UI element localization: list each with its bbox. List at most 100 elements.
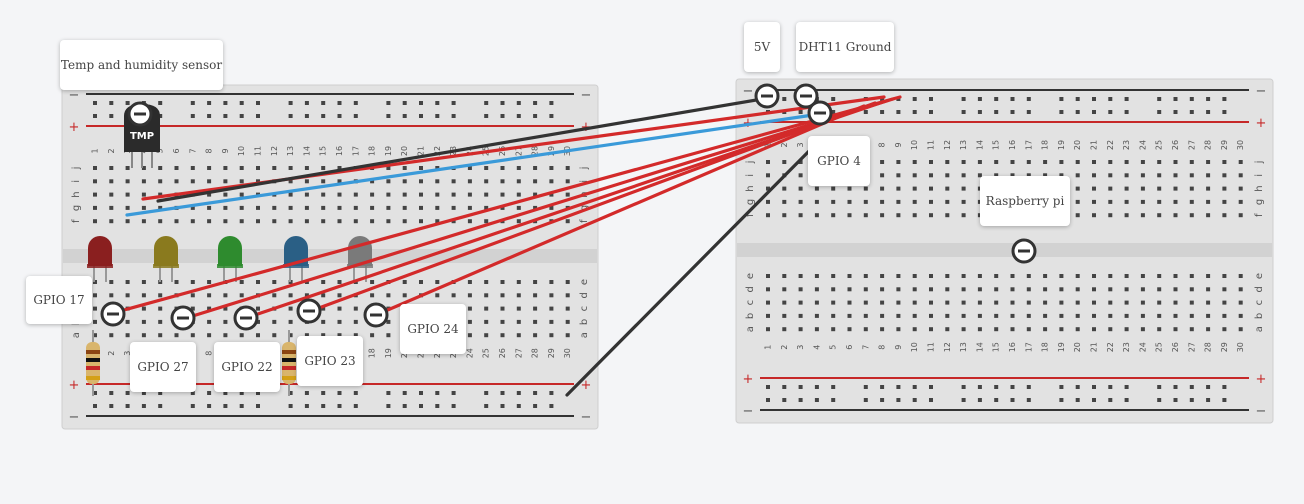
note-gpio17[interactable]: GPIO 17	[26, 276, 92, 324]
note-dht11-ground[interactable]: DHT11 Ground	[796, 22, 894, 72]
breadboard-left-hole	[467, 280, 472, 284]
breadboard-right-hole	[863, 274, 868, 278]
breadboard-right-hole	[831, 313, 836, 318]
breadboard-left-hole	[256, 219, 260, 224]
breadboard-left-hole	[239, 333, 244, 338]
note-gpio24[interactable]: GPIO 24	[400, 304, 466, 354]
breadboard-right-hole	[1206, 274, 1211, 278]
breadboard-right-rail-hole	[1124, 97, 1129, 101]
resistor-band	[86, 366, 100, 370]
note-gpio4[interactable]: GPIO 4	[808, 136, 870, 186]
breadboard-right-hole	[863, 327, 868, 332]
breadboard-right-col-label-bottom: 11	[927, 342, 936, 352]
breadboard-right-hole	[814, 287, 819, 292]
breadboard-right-rail-hole	[1026, 398, 1031, 402]
breadboard-left-row-letter-bottom: a	[579, 332, 590, 338]
breadboard-right-hole	[1043, 327, 1048, 332]
breadboard-left-hole	[190, 205, 195, 210]
breadboard-left-hole	[207, 333, 212, 338]
breadboard-left-hole	[402, 166, 407, 170]
breadboard-right-hole	[766, 213, 770, 218]
breadboard-left-rail-hole	[321, 114, 326, 118]
breadboard-left-rail-hole	[288, 114, 293, 118]
note-gpio27[interactable]: GPIO 27	[130, 342, 196, 392]
breadboard-right-col-label-bottom: 16	[1008, 342, 1017, 352]
resistor-band	[282, 350, 296, 354]
breadboard-right-rail-hole	[1075, 398, 1080, 402]
breadboard-right-rail-hole	[1092, 97, 1096, 101]
breadboard-right-hole	[929, 287, 933, 292]
breadboard-left-rail-hole	[256, 114, 260, 118]
breadboard-left-rail-symbol-minus: −	[581, 410, 592, 425]
breadboard-right-hole	[847, 274, 852, 278]
breadboard-right-hole	[1238, 199, 1243, 204]
note-marker-bar	[1018, 249, 1030, 253]
note-temp-sensor[interactable]: Temp and humidity sensor	[60, 40, 223, 90]
breadboard-left-rail-hole	[304, 391, 309, 395]
note-5v[interactable]: 5V	[744, 22, 780, 72]
breadboard-left-hole	[321, 280, 326, 284]
breadboard-left-hole	[207, 280, 212, 284]
breadboard-left-hole	[321, 333, 326, 338]
wire-gpio24	[374, 104, 866, 317]
breadboard-right-hole	[1059, 287, 1064, 292]
breadboard-left-rail-hole	[451, 114, 456, 118]
breadboard-right-hole	[1189, 213, 1194, 218]
breadboard-right: −−++−−++11223344556677889910101111121213…	[735, 78, 1274, 424]
breadboard-right-rail-hole	[1189, 398, 1194, 402]
breadboard-right-col-label-top: 13	[959, 140, 968, 150]
breadboard-left-hole	[207, 319, 212, 324]
breadboard-left-rail-hole	[223, 114, 228, 118]
breadboard-left-rail-hole	[288, 101, 293, 105]
breadboard-right-rail-symbol-minus: −	[743, 84, 754, 99]
breadboard-right-col-label-bottom: 17	[1024, 342, 1033, 352]
breadboard-right-col-label-top: 17	[1024, 140, 1033, 150]
breadboard-left-hole	[484, 192, 489, 197]
breadboard-left-hole	[549, 319, 554, 324]
breadboard-left-hole	[125, 280, 130, 284]
breadboard-left-hole	[467, 319, 472, 324]
breadboard-right-hole	[1075, 300, 1080, 305]
breadboard-left-hole	[239, 205, 244, 210]
breadboard-right-hole	[1059, 160, 1064, 164]
breadboard-left-hole	[304, 179, 309, 184]
breadboard-right-hole	[896, 300, 901, 305]
note-gpio22[interactable]: GPIO 22	[214, 342, 280, 392]
breadboard-left-hole	[304, 205, 309, 210]
breadboard-left-hole	[190, 333, 195, 338]
breadboard-right-hole	[896, 186, 901, 191]
breadboard-left-hole	[533, 280, 538, 284]
breadboard-right-hole	[1124, 186, 1129, 191]
breadboard-left-rail-hole	[516, 404, 521, 408]
breadboard-left-hole	[288, 192, 293, 197]
wire-gpio4-data	[125, 112, 822, 217]
breadboard-right-hole	[782, 213, 787, 218]
breadboard-right-hole	[798, 199, 803, 204]
note-raspberry-pi[interactable]: Raspberry pi	[980, 176, 1070, 226]
breadboard-left-col-label-top: 18	[368, 146, 377, 156]
breadboard-right-hole	[1173, 173, 1178, 178]
breadboard-right-col-label-top: 30	[1236, 140, 1245, 150]
breadboard-right-hole	[1092, 160, 1096, 164]
breadboard-right-rail-hole	[1222, 385, 1227, 389]
breadboard-left-rail-hole	[435, 404, 440, 408]
breadboard-right-hole	[912, 300, 917, 305]
breadboard-left-hole	[549, 293, 554, 298]
breadboard-left-hole	[467, 192, 472, 197]
breadboard-left-hole	[549, 205, 554, 210]
breadboard-right-hole	[1189, 327, 1194, 332]
breadboard-right-rail-hole	[798, 398, 803, 402]
note-gpio23[interactable]: GPIO 23	[297, 336, 363, 386]
wires	[111, 95, 902, 397]
breadboard-left-rail-hole	[109, 101, 114, 105]
breadboard-right-hole	[1206, 160, 1211, 164]
resistor-band	[282, 366, 296, 370]
breadboard-left-rail-hole	[239, 114, 244, 118]
breadboard-right-hole	[1026, 274, 1031, 278]
breadboard-left-col-label-top: 1	[91, 148, 100, 153]
breadboard-right-hole	[1026, 173, 1031, 178]
breadboard-right-hole	[1124, 213, 1129, 218]
breadboard-right-hole	[1124, 173, 1129, 178]
breadboard-right-row-letter-top: i	[1254, 174, 1265, 177]
breadboard-right-rail-hole	[766, 398, 770, 402]
